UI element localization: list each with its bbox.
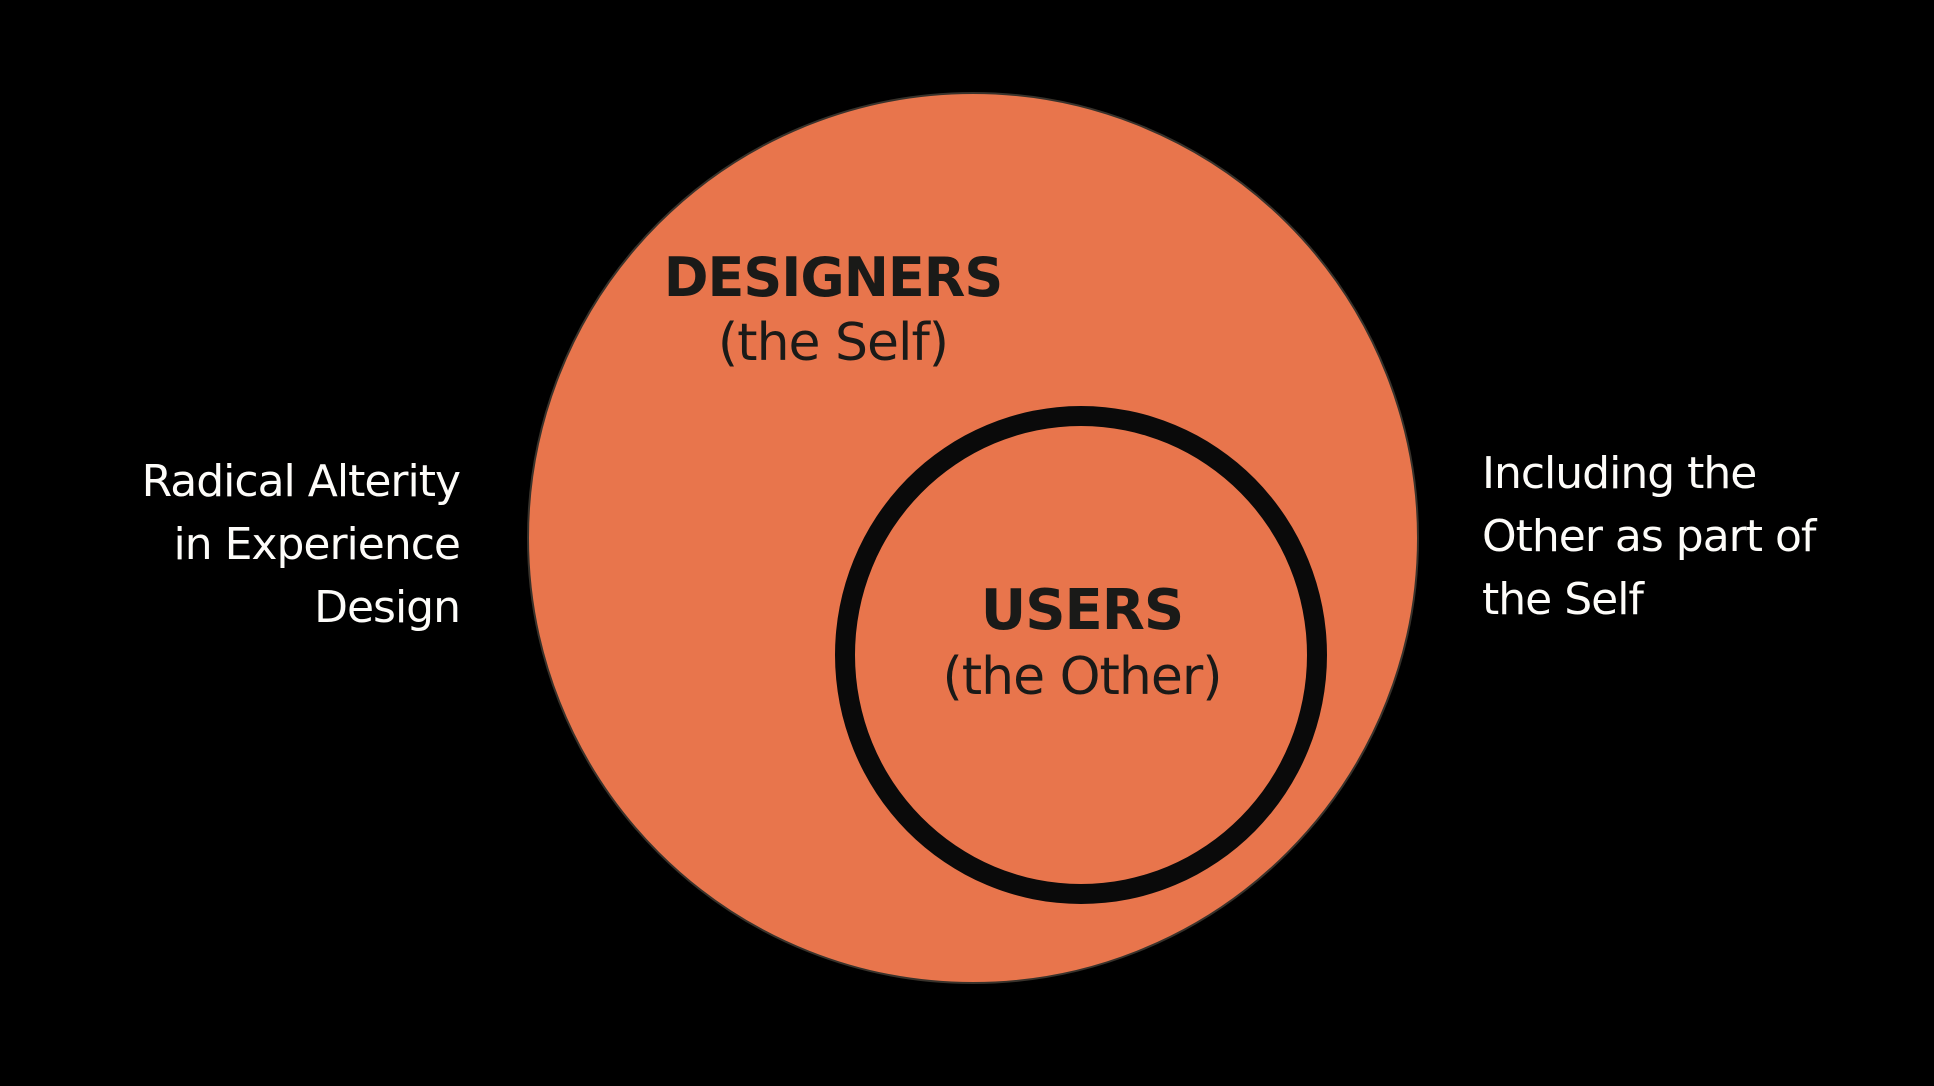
users-label: USERS <box>980 578 1185 643</box>
right-caption-line-1: Including the <box>1482 448 1757 499</box>
right-caption: Including the Other as part of the Self <box>1482 442 1922 631</box>
right-caption-line-2: Other as part of <box>1482 511 1816 562</box>
users-label-block: USERS (the Other) <box>872 578 1292 710</box>
right-caption-line-3: the Self <box>1482 574 1644 625</box>
designers-sublabel: (the Self) <box>717 313 949 373</box>
designers-label-block: DESIGNERS (the Self) <box>583 246 1083 376</box>
left-caption-line-2: in Experience <box>173 519 461 570</box>
left-caption-line-1: Radical Alterity <box>141 456 461 507</box>
left-caption-line-3: Design <box>314 582 461 633</box>
left-caption: Radical Alterity in Experience Design <box>58 450 461 639</box>
users-sublabel: (the Other) <box>942 647 1222 707</box>
designers-label: DESIGNERS <box>663 246 1004 309</box>
